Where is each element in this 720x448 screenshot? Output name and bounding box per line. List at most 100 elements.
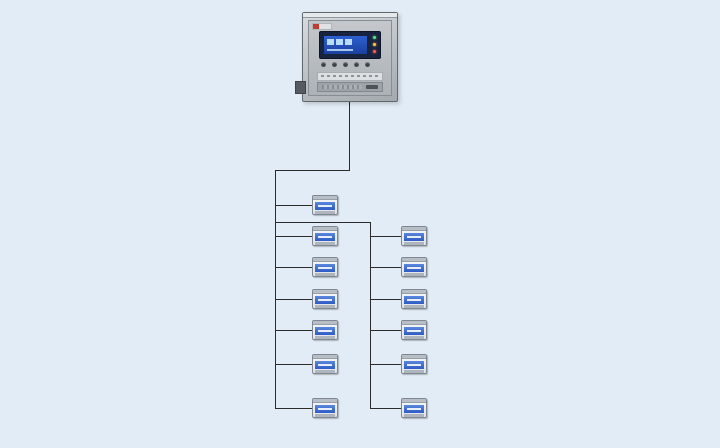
device-display-band bbox=[404, 405, 424, 413]
device-display-band bbox=[315, 296, 335, 304]
device-bottom-trim bbox=[315, 414, 335, 417]
wire-stub-left-1 bbox=[276, 205, 312, 206]
device-label bbox=[318, 299, 332, 301]
detector-right-6 bbox=[401, 398, 427, 418]
wire-branch-left bbox=[275, 170, 350, 171]
detector-right-3 bbox=[401, 289, 427, 309]
detector-left-7 bbox=[312, 398, 338, 418]
wire-stub-right-3 bbox=[371, 299, 401, 300]
device-display-band bbox=[315, 327, 335, 335]
display-bezel bbox=[319, 31, 381, 59]
device-top-trim bbox=[313, 290, 337, 294]
device-top-trim bbox=[402, 227, 426, 231]
device-bottom-trim bbox=[315, 370, 335, 373]
device-display-band bbox=[315, 233, 335, 241]
device-label bbox=[407, 299, 421, 301]
device-bottom-trim bbox=[404, 305, 424, 308]
panel-buttons bbox=[321, 62, 383, 68]
device-label bbox=[318, 330, 332, 332]
device-label bbox=[407, 364, 421, 366]
device-top-trim bbox=[313, 227, 337, 231]
detector-right-4 bbox=[401, 320, 427, 340]
device-bottom-trim bbox=[404, 336, 424, 339]
device-display-band bbox=[315, 202, 335, 210]
wire-left-bus bbox=[275, 170, 276, 409]
device-display-band bbox=[404, 361, 424, 369]
device-top-trim bbox=[402, 399, 426, 403]
detector-right-5 bbox=[401, 354, 427, 374]
speaker-icon bbox=[366, 85, 378, 89]
wire-trunk bbox=[349, 100, 350, 170]
front-panel bbox=[308, 20, 392, 96]
status-led-amber bbox=[373, 43, 376, 46]
wire-stub-right-6 bbox=[371, 408, 401, 409]
device-label bbox=[318, 205, 332, 207]
device-display-band bbox=[404, 327, 424, 335]
device-label bbox=[318, 408, 332, 410]
device-top-trim bbox=[402, 258, 426, 262]
detector-left-3 bbox=[312, 257, 338, 277]
device-bottom-trim bbox=[315, 273, 335, 276]
gas-controller bbox=[295, 12, 398, 102]
wire-stub-right-4 bbox=[371, 330, 401, 331]
device-label bbox=[407, 330, 421, 332]
wire-stub-right-1 bbox=[371, 236, 401, 237]
device-top-trim bbox=[402, 290, 426, 294]
lcd-segment bbox=[345, 39, 352, 45]
lcd-statusbar bbox=[327, 49, 353, 51]
lower-panel bbox=[317, 82, 383, 92]
panel-button-icon bbox=[354, 62, 359, 67]
panel-button-icon bbox=[332, 62, 337, 67]
wire-right-bus bbox=[370, 222, 371, 409]
device-bottom-trim bbox=[404, 273, 424, 276]
device-display-band bbox=[404, 264, 424, 272]
device-bottom-trim bbox=[315, 242, 335, 245]
device-display-band bbox=[404, 296, 424, 304]
wire-stub-left-6 bbox=[276, 364, 312, 365]
device-bottom-trim bbox=[315, 336, 335, 339]
device-bottom-trim bbox=[404, 414, 424, 417]
vent-grille-icon bbox=[322, 85, 362, 89]
detector-right-2 bbox=[401, 257, 427, 277]
wire-stub-left-3 bbox=[276, 267, 312, 268]
detector-left-6 bbox=[312, 354, 338, 374]
device-display-band bbox=[315, 264, 335, 272]
panel-button-icon bbox=[343, 62, 348, 67]
device-top-trim bbox=[313, 321, 337, 325]
device-label bbox=[318, 267, 332, 269]
panel-button-icon bbox=[365, 62, 370, 67]
wire-stub-right-5 bbox=[371, 364, 401, 365]
device-top-trim bbox=[313, 355, 337, 359]
lcd-screen bbox=[324, 36, 367, 54]
wire-stub-left-7 bbox=[276, 408, 312, 409]
status-led-red bbox=[373, 50, 376, 53]
lcd-segment bbox=[327, 39, 334, 45]
device-top-trim bbox=[402, 321, 426, 325]
wire-stub-left-2 bbox=[276, 236, 312, 237]
device-bottom-trim bbox=[315, 211, 335, 214]
side-conduit bbox=[295, 81, 306, 94]
wire-stub-left-4 bbox=[276, 299, 312, 300]
wire-stub-left-5 bbox=[276, 330, 312, 331]
device-bottom-trim bbox=[404, 370, 424, 373]
device-top-trim bbox=[313, 196, 337, 200]
device-display-band bbox=[315, 361, 335, 369]
device-top-trim bbox=[313, 399, 337, 403]
detector-left-2 bbox=[312, 226, 338, 246]
device-bottom-trim bbox=[404, 242, 424, 245]
device-display-band bbox=[404, 233, 424, 241]
device-label bbox=[407, 236, 421, 238]
device-label bbox=[407, 267, 421, 269]
device-label bbox=[318, 364, 332, 366]
detector-left-1 bbox=[312, 195, 338, 215]
label-strip bbox=[317, 72, 383, 81]
device-top-trim bbox=[313, 258, 337, 262]
brand-logo-icon bbox=[312, 23, 332, 30]
lcd-segment bbox=[336, 39, 343, 45]
device-label bbox=[407, 408, 421, 410]
wire-stub-right-2 bbox=[371, 267, 401, 268]
device-bottom-trim bbox=[315, 305, 335, 308]
detector-left-4 bbox=[312, 289, 338, 309]
detector-right-1 bbox=[401, 226, 427, 246]
